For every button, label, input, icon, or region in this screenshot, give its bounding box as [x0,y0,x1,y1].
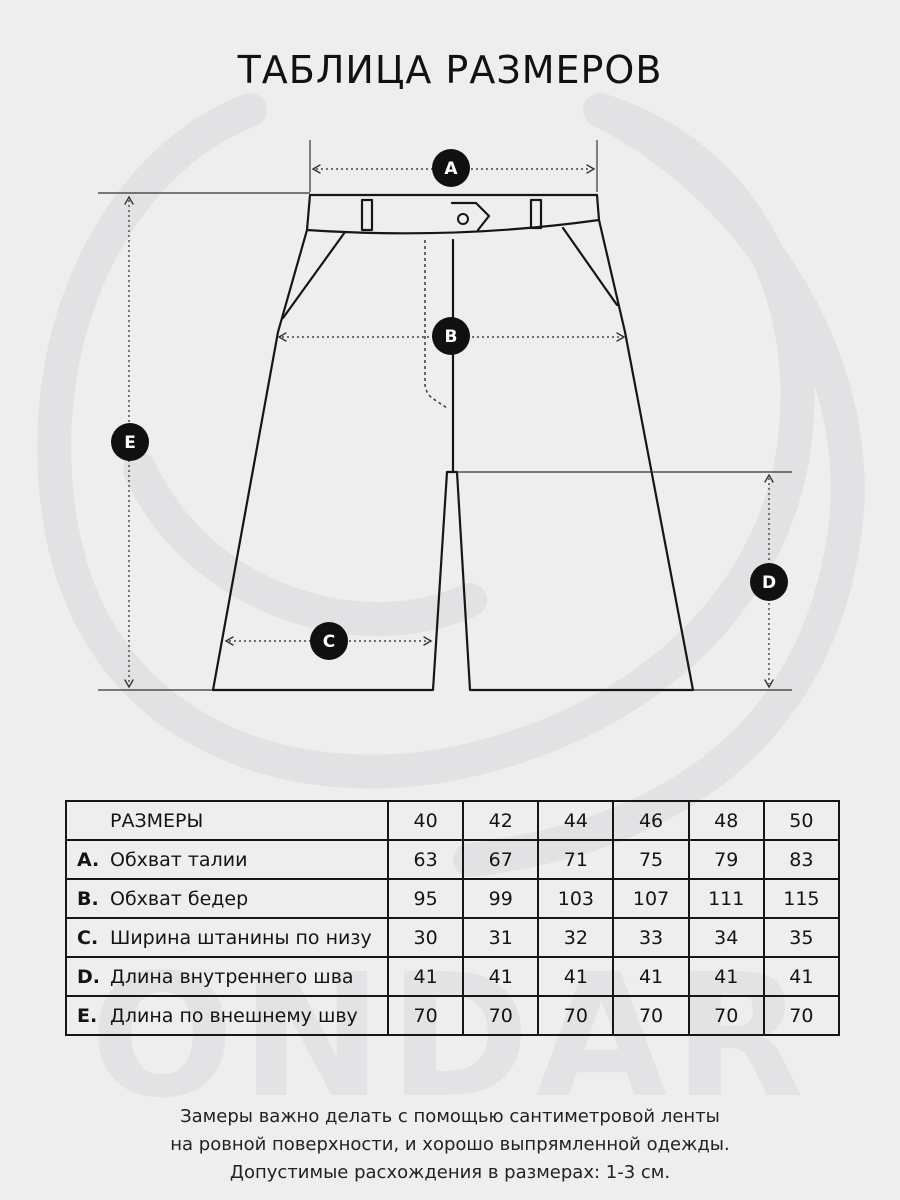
table-row: B. Обхват бедер 95 99 103 107 111 115 [65,878,841,919]
marker-e-label: E [124,433,136,453]
marker-e: E [111,423,149,461]
table-cell: 70 [612,995,690,1036]
table-cell: 70 [687,995,765,1036]
row-label: Обхват бедер [110,887,249,910]
table-cell: 79 [687,839,765,880]
table-cell: 34 [687,917,765,958]
table-cell: 41 [537,956,615,997]
table-cell: 107 [612,878,690,919]
marker-a-label: A [444,159,458,179]
table-cell: 67 [462,839,540,880]
measurement-note: Замеры важно делать с помощью сантиметро… [0,1103,900,1187]
table-cell: 71 [537,839,615,880]
table-cell: 95 [386,878,465,919]
table-cell: 103 [537,878,615,919]
header-label: РАЗМЕРЫ [110,809,204,832]
table-cell: 99 [462,878,540,919]
row-letter: C. [77,926,99,949]
button-icon [457,213,469,225]
page-title: ТАБЛИЦА РАЗМЕРОВ [237,48,663,92]
row-label-cell: E. Длина по внешнему шву [65,995,389,1036]
header-label-cell: РАЗМЕРЫ [65,800,389,841]
marker-b-label: B [445,327,458,347]
marker-c-label: C [323,632,335,652]
size-header-cell: 50 [762,800,841,841]
table-row: E. Длина по внешнему шву 70 70 70 70 70 7… [65,995,841,1036]
marker-d: D [750,563,788,601]
table-cell: 31 [462,917,540,958]
note-line-1: Замеры важно делать с помощью сантиметро… [180,1106,720,1127]
belt-loop-left [360,198,374,232]
note-line-2: на ровной поверхности, и хорошо выпрямле… [170,1134,730,1155]
table-cell: 70 [462,995,540,1036]
waist-tab [450,201,491,232]
table-row: C.Ширина штанины по низу 30 31 32 33 34 … [65,917,841,958]
size-header-cell: 48 [687,800,765,841]
marker-c: C [310,622,348,660]
table-cell: 41 [462,956,540,997]
table-cell: 33 [612,917,690,958]
marker-a: A [432,149,470,187]
size-header-cell: 40 [386,800,465,841]
table-row: D. Длина внутреннего шва 41 41 41 41 41 4… [65,956,841,997]
note-line-3: Допустимые расхождения в размерах: 1-3 с… [229,1162,671,1183]
marker-d-label: D [762,573,776,593]
table-cell: 41 [762,956,841,997]
size-header-cell: 42 [462,800,540,841]
table-cell: 63 [386,839,465,880]
size-header-cell: 46 [612,800,690,841]
table-cell: 30 [386,917,465,958]
row-letter: A. [77,848,100,871]
row-label: Обхват талии [110,848,248,871]
table-cell: 70 [762,995,841,1036]
marker-b: B [432,317,470,355]
table-header-row: РАЗМЕРЫ 40 42 44 46 48 50 [65,800,841,841]
table-cell: 111 [687,878,765,919]
table-cell: 70 [386,995,465,1036]
row-label-cell: C. Ширина штанины по низу [65,917,389,958]
table-cell: 35 [762,917,841,958]
size-table: РАЗМЕРЫ 40 42 44 46 48 50 A. Обхват талии… [65,800,841,1036]
table-cell: 32 [537,917,615,958]
size-header-cell: 44 [537,800,615,841]
table-cell: 115 [762,878,841,919]
table-cell: 41 [386,956,465,997]
row-label-cell: A. Обхват талии [65,839,389,880]
row-letter: E. [77,1004,98,1027]
pocket-right [561,226,619,307]
pocket-left [281,230,347,320]
row-label-cell: D. Длина внутреннего шва [65,956,389,997]
shorts-diagram: A B C D E [98,140,792,692]
row-letter: B. [77,887,99,910]
row-label: Ширина штанины по низу [110,926,372,949]
row-label: Длина по внешнему шву [110,1004,358,1027]
row-letter: D. [77,965,100,988]
table-cell: 70 [537,995,615,1036]
row-label: Длина внутреннего шва [110,965,354,988]
table-cell: 83 [762,839,841,880]
belt-loop-right [529,198,543,230]
table-cell: 41 [612,956,690,997]
table-cell: 41 [687,956,765,997]
row-label-cell: B. Обхват бедер [65,878,389,919]
table-row: A. Обхват талии 63 67 71 75 79 83 [65,839,841,880]
table-cell: 75 [612,839,690,880]
waistband-outline [305,193,601,235]
